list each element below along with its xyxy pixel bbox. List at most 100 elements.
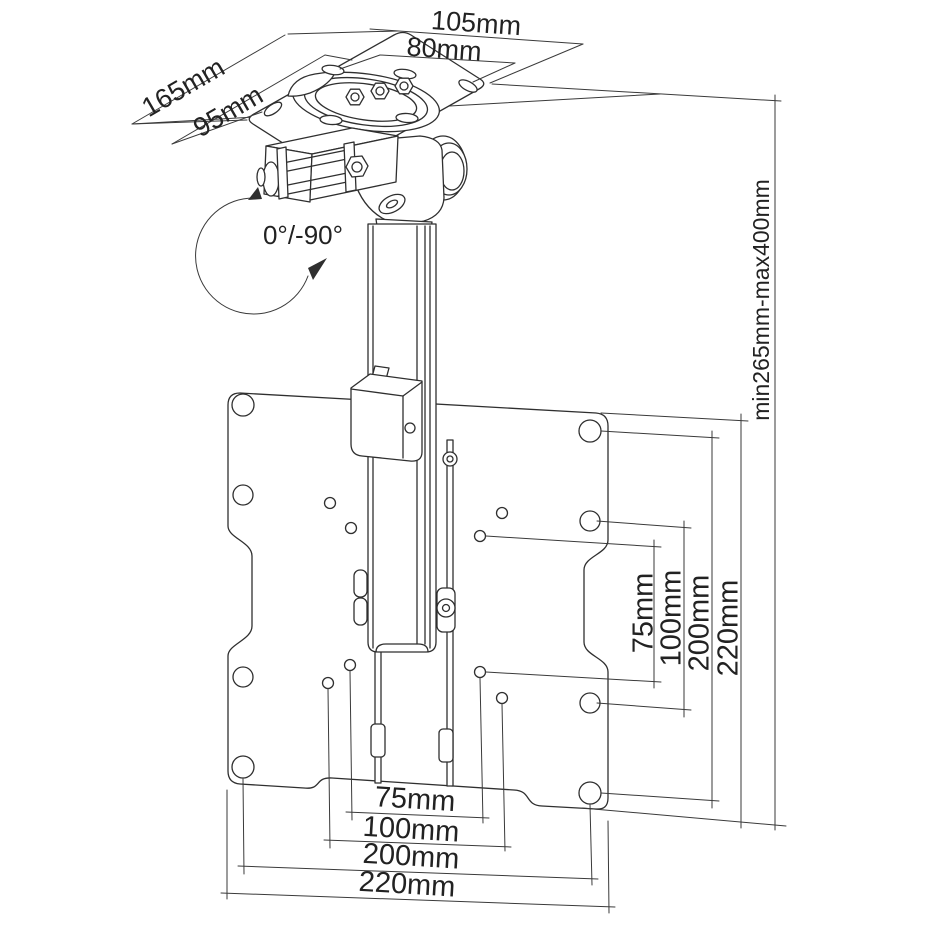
hex-bolt-face (375, 86, 385, 96)
dim-label-vesa-h-75: 75mm (374, 781, 456, 818)
ext-line-80-right (472, 62, 516, 83)
column-bump (353, 597, 368, 626)
arrow-up-icon (248, 187, 262, 200)
ext-200-left (242, 778, 245, 875)
ext-100-top (596, 520, 692, 529)
ext-line-80-left (339, 54, 381, 70)
ext-220-top (600, 412, 749, 422)
vesa-hole (231, 755, 255, 779)
ext-75-top (485, 535, 662, 548)
ext-height-top (491, 83, 782, 102)
dim-line-95 (171, 54, 326, 145)
tube-bottom-cap (375, 643, 429, 653)
dim-label-vesa-h-220: 220mm (358, 866, 456, 904)
rotation-arc (195, 197, 309, 315)
hinge-hex-nut-face (351, 161, 363, 173)
vesa-hole-small (473, 665, 487, 679)
height-dimension: min265mm-max400mm (491, 83, 787, 831)
dim-label-vesa-v-100: 100mm (656, 570, 688, 667)
ext-100-left (327, 688, 331, 849)
clamp-edge (350, 388, 404, 397)
hinge-pin-line (277, 148, 353, 165)
vesa-hole-small (495, 691, 509, 705)
ext-line-165-top (287, 30, 399, 35)
dim-line-220-h (220, 892, 616, 908)
hinge-pin-line (277, 180, 353, 197)
dim-line-100-h (323, 839, 512, 848)
clamp-edge (402, 381, 423, 397)
vesa-hole-small (343, 658, 357, 672)
column-bump (353, 569, 368, 598)
ext-200-right (589, 804, 593, 886)
ext-100-bottom (596, 702, 692, 711)
ext-height-bottom (581, 807, 787, 827)
dim-line-165 (131, 34, 286, 125)
vesa-horizontal-dimensions: 75mm 100mm 200mm 220mm (220, 670, 616, 914)
vesa-hole (232, 666, 254, 688)
vesa-hole (578, 781, 602, 805)
ext-200-bottom (600, 792, 720, 802)
dim-label-vesa-v-220: 220mm (713, 580, 745, 677)
ceiling-plate (248, 31, 485, 172)
hinge-eye-inner (385, 199, 399, 209)
column-foot (438, 728, 454, 763)
ext-200-top (600, 430, 720, 439)
rail-screw-face (446, 455, 454, 463)
hex-bolt (394, 77, 414, 95)
hex-bolt-face (350, 92, 360, 102)
bent-tab (287, 70, 337, 97)
angle-range-label: 0°/-90° (263, 220, 343, 250)
dim-label-vesa-h-100: 100mm (362, 811, 460, 849)
vesa-hole (232, 484, 254, 506)
rail-screw (442, 451, 458, 467)
plate-slot (458, 79, 478, 93)
ext-75-bottom (485, 671, 662, 683)
hinge-pin-left-stub (256, 167, 266, 187)
telescopic-column (350, 223, 458, 787)
hinge-eye (378, 193, 406, 215)
hinge-assembly (256, 127, 468, 237)
center-bolts (345, 77, 414, 106)
ext-line-165-bottom (131, 119, 248, 125)
hex-bolt-face (399, 81, 409, 91)
vesa-hole-small (495, 506, 509, 520)
dim-line-105 (369, 28, 584, 45)
vesa-hole-small (473, 529, 487, 543)
column-foot (370, 723, 386, 758)
hinge-pin-line (277, 157, 353, 174)
dim-label-top-width-inner: 80mm (406, 32, 483, 67)
ext-220-right (607, 820, 610, 914)
vesa-holes (231, 393, 602, 805)
dim-label-vesa-h-200: 200mm (362, 838, 460, 876)
plate-slot (319, 114, 343, 126)
ext-75-right (479, 677, 484, 824)
ext-75-left (349, 670, 353, 821)
ext-line-105-right (489, 43, 584, 84)
dim-line-80 (379, 54, 516, 64)
side-bracket-screw-face (441, 603, 451, 613)
vesa-vertical-dimensions: 75mm 100mm 200mm 220mm (485, 412, 749, 829)
dim-label-height-range: min265mm-max400mm (748, 179, 774, 421)
dim-label-top-width-outer: 105mm (430, 5, 522, 41)
hex-bolt (370, 82, 390, 100)
vesa-hole-small (344, 521, 358, 535)
plate-slot (395, 112, 419, 124)
hinge-post-left (276, 146, 289, 200)
vesa-hole-small (323, 496, 337, 510)
rotation-arrow: 0°/-90° (195, 187, 343, 315)
dim-label-vesa-v-75: 75mm (628, 573, 660, 654)
dim-label-vesa-v-200: 200mm (684, 575, 716, 672)
ext-line-95-top (324, 54, 353, 61)
dim-line-75-h (345, 811, 490, 819)
arrow-right-icon (308, 258, 327, 280)
vesa-hole-small (321, 676, 335, 690)
hex-bolt (345, 88, 365, 106)
plate-slot (321, 64, 345, 76)
column-clamp (350, 373, 423, 462)
dim-line-200-h (237, 865, 599, 880)
clamp-screw (404, 422, 416, 434)
ext-line-95-bottom (171, 111, 263, 145)
hinge-pin-line (277, 171, 353, 188)
